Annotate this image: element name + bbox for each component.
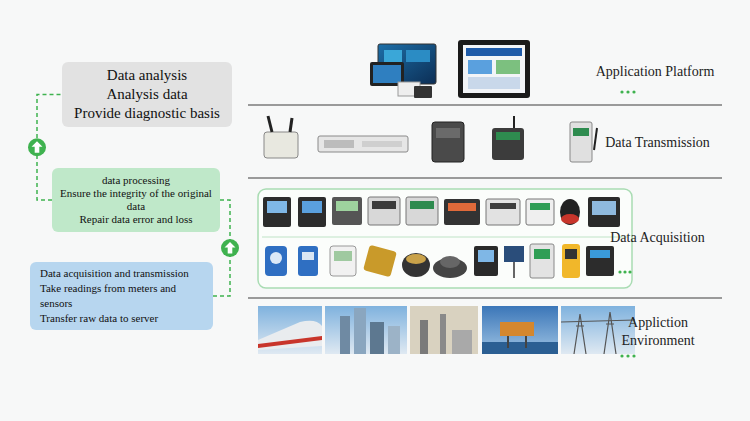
layer-label: Data Acquisition	[575, 229, 740, 247]
box-text: Analysis data	[68, 85, 226, 104]
box-text: Transfer raw data to server	[40, 311, 205, 326]
layer-label: Application Platform	[570, 63, 740, 81]
transmission-devices	[264, 116, 597, 162]
box-text: Data acquisition and transmission	[40, 266, 205, 281]
box-text: Repair data error and loss	[60, 213, 212, 226]
box-text: Ensure the integrity of the original dat…	[60, 187, 212, 213]
acquisition-panel	[258, 189, 632, 288]
process-box: Data acquisition and transmissionTake re…	[30, 262, 213, 330]
meters	[263, 197, 632, 278]
platform-screens	[370, 40, 530, 98]
environment-photos	[258, 306, 635, 354]
process-box: data processingEnsure the integrity of t…	[52, 168, 220, 232]
box-text: Provide diagnostic basis	[68, 104, 226, 123]
box-text: data processing	[60, 174, 212, 187]
layer-label: Appliction Environment	[610, 314, 706, 350]
separator-line	[248, 105, 722, 298]
box-text: Take readings from meters and sensors	[40, 281, 205, 311]
process-box: Data analysisAnalysis dataProvide diagno…	[62, 62, 232, 127]
panel-divider	[262, 237, 628, 238]
layer-label: Data Transmission	[575, 134, 740, 152]
box-text: Data analysis	[68, 66, 226, 85]
